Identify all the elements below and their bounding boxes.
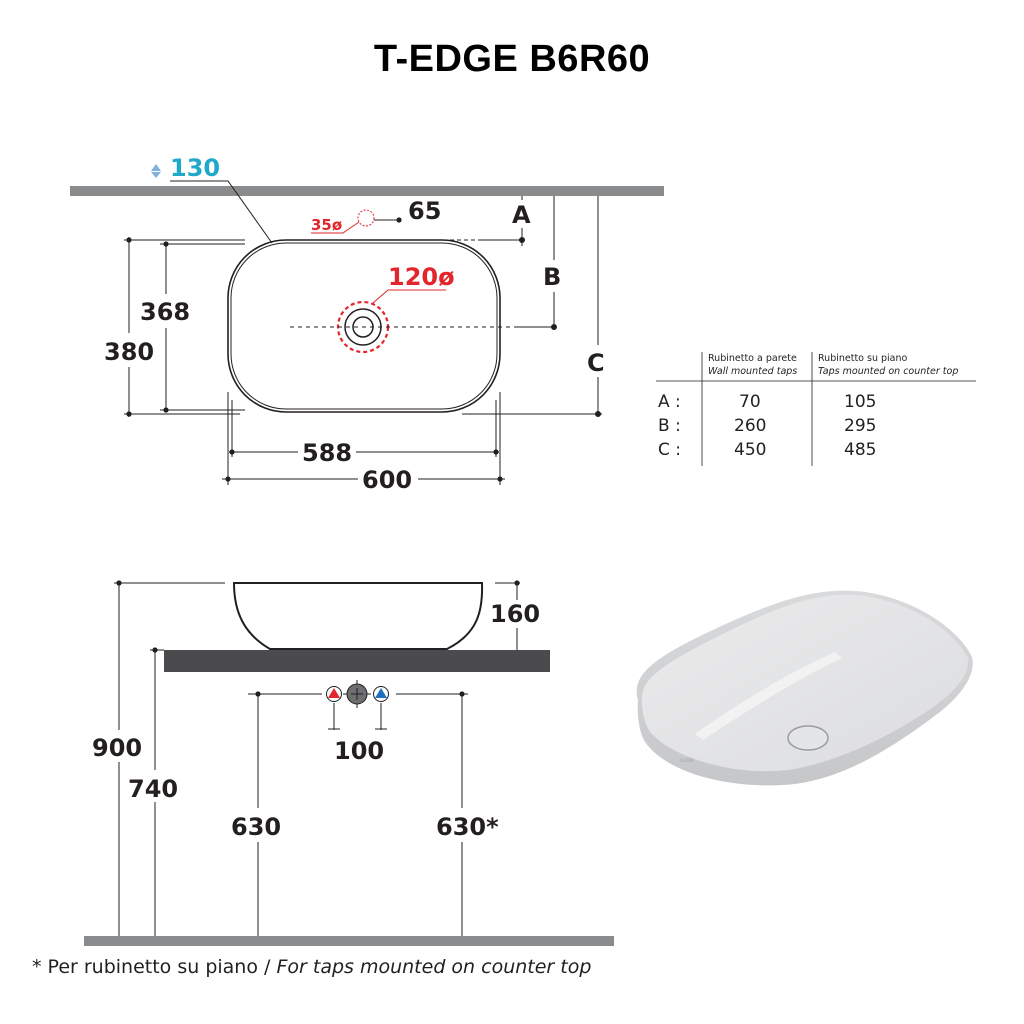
overflow-hole <box>357 209 375 227</box>
drain-label: 120ø <box>388 263 455 291</box>
table-row: C : 450 485 <box>658 440 877 460</box>
adjustable-height-label: 130 <box>170 154 220 182</box>
counter-height-label: 740 <box>128 775 178 803</box>
counter-top <box>164 650 550 672</box>
table-row: A : 70 105 <box>658 392 877 412</box>
product-photo: GLOBO <box>636 590 973 786</box>
drain-cap <box>787 725 829 751</box>
inner-width-label: 588 <box>302 439 352 467</box>
footnote: * Per rubinetto su piano / For taps moun… <box>32 956 592 978</box>
right-supply-height-label: 630* <box>436 813 499 841</box>
inner-depth-label: 368 <box>140 298 190 326</box>
cold-water-icon <box>373 686 389 702</box>
tap-table-lines <box>656 352 976 466</box>
dimension-b-label: B <box>543 263 561 291</box>
hot-water-icon <box>326 686 342 702</box>
table-row: B : 260 295 <box>658 416 877 436</box>
overflow-hole-label: 35ø <box>311 216 342 234</box>
basin-profile <box>232 582 484 650</box>
drain-connection-icon <box>343 680 371 708</box>
wall-bar <box>70 186 664 196</box>
svg-text:GLOBO: GLOBO <box>680 758 694 763</box>
dimension-c-label: C <box>587 349 605 377</box>
top-view: 130 65 35ø 120ø A B <box>70 154 664 494</box>
left-supply-height-label: 630 <box>231 813 281 841</box>
dimension-a-label: A <box>512 201 531 229</box>
tap-spacing-label: 100 <box>334 737 384 765</box>
overflow-distance-label: 65 <box>408 197 441 225</box>
basin-height-label: 160 <box>490 600 540 628</box>
basin-outline <box>227 239 501 413</box>
total-height-label: 900 <box>92 734 142 762</box>
table-header-wall: Rubinetto a parete Wall mounted taps <box>708 353 798 377</box>
outer-depth-label: 380 <box>104 338 154 366</box>
floor-bar <box>84 936 614 946</box>
side-view: 160 900 740 <box>84 580 614 946</box>
adjust-arrow-icon <box>151 164 161 178</box>
outer-width-label: 600 <box>362 466 412 494</box>
table-header-counter: Rubinetto su piano Taps mounted on count… <box>818 353 959 377</box>
page-title: T-EDGE B6R60 <box>373 38 651 80</box>
